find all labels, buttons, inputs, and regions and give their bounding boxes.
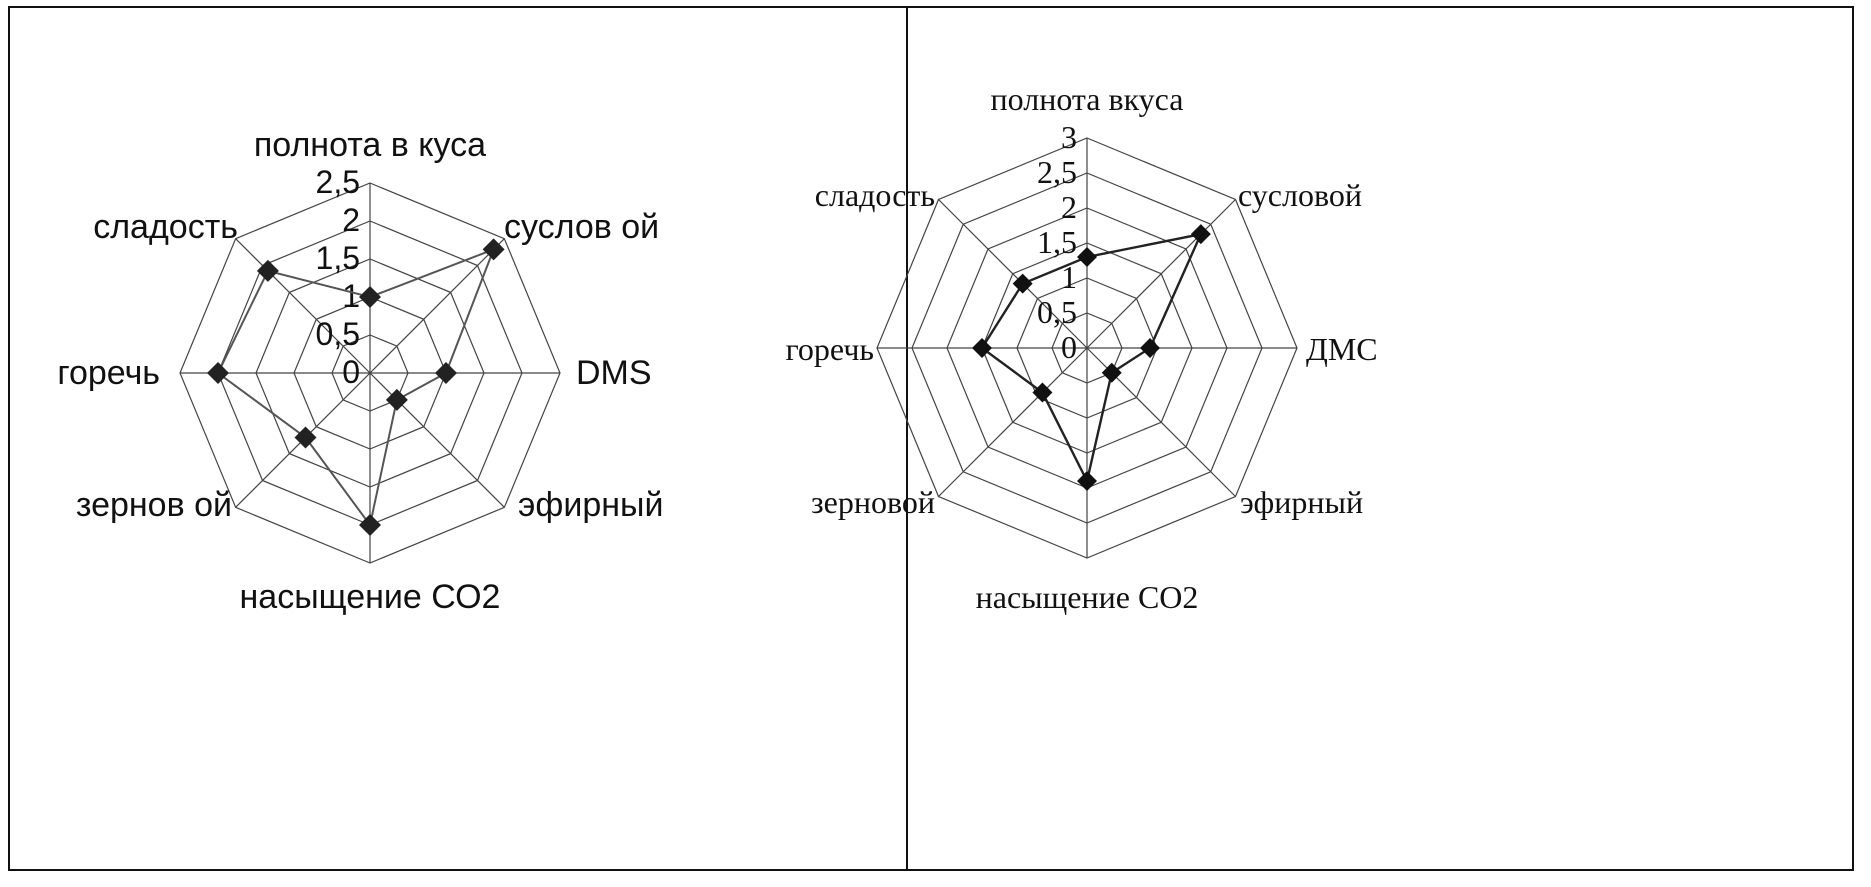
- data-point-7: [1012, 273, 1033, 294]
- category-label: ДМС: [1306, 331, 1378, 367]
- category-label: зерновой: [811, 484, 935, 520]
- data-point-6: [972, 338, 992, 358]
- category-label: эфирный: [518, 486, 663, 524]
- tick-label: 2,5: [316, 164, 360, 200]
- series-line: [980, 232, 1203, 485]
- tick-label: 2: [342, 202, 360, 238]
- tick-label: 2: [1061, 189, 1077, 225]
- spoke-1: [1086, 199, 1236, 349]
- spoke-1: [369, 238, 505, 374]
- data-point-2: [1140, 338, 1160, 358]
- category-label: насыщение СО2: [976, 579, 1199, 615]
- category-label: зернов ой: [76, 486, 232, 524]
- tick-label: 2,5: [1037, 154, 1077, 190]
- figure-frame: [8, 6, 1854, 871]
- data-point-5: [294, 426, 317, 449]
- data-point-7: [256, 259, 279, 282]
- data-point-2: [435, 362, 457, 384]
- data-point-4: [359, 514, 381, 536]
- data-point-1: [1190, 224, 1211, 245]
- data-point-3: [385, 388, 408, 411]
- category-label: сладость: [93, 208, 238, 246]
- category-label: полнота вкуса: [991, 81, 1184, 117]
- tick-label: 0,5: [316, 316, 360, 352]
- tick-label: 1,5: [1037, 224, 1077, 260]
- tick-label: 0,5: [1037, 294, 1077, 330]
- category-label: полнота в куса: [254, 126, 486, 164]
- data-point-4: [1077, 471, 1097, 491]
- data-point-0: [1077, 247, 1097, 267]
- data-point-5: [1032, 382, 1053, 403]
- tick-label: 1: [1061, 259, 1077, 295]
- spoke-7: [235, 238, 371, 374]
- category-label: DMS: [576, 354, 652, 392]
- category-label: горечь: [57, 354, 160, 392]
- spoke-5: [938, 347, 1088, 497]
- tick-label: 3: [1061, 119, 1077, 155]
- category-label: эфирный: [1240, 484, 1363, 520]
- category-label: горечь: [786, 331, 874, 367]
- tick-label: 1,5: [316, 240, 360, 276]
- tick-label: 1: [342, 278, 360, 314]
- category-label: суслов ой: [504, 208, 659, 246]
- tick-label: 0: [342, 354, 360, 390]
- spoke-7: [938, 199, 1088, 349]
- data-point-0: [359, 286, 381, 308]
- category-label: сладость: [815, 177, 935, 213]
- data-point-1: [482, 238, 505, 261]
- data-point-3: [1101, 362, 1122, 383]
- tick-label: 0: [1061, 329, 1077, 365]
- category-label: сусловой: [1238, 177, 1362, 213]
- panel-divider: [906, 6, 908, 871]
- category-label: насыщение СО2: [240, 578, 501, 616]
- data-point-6: [207, 362, 229, 384]
